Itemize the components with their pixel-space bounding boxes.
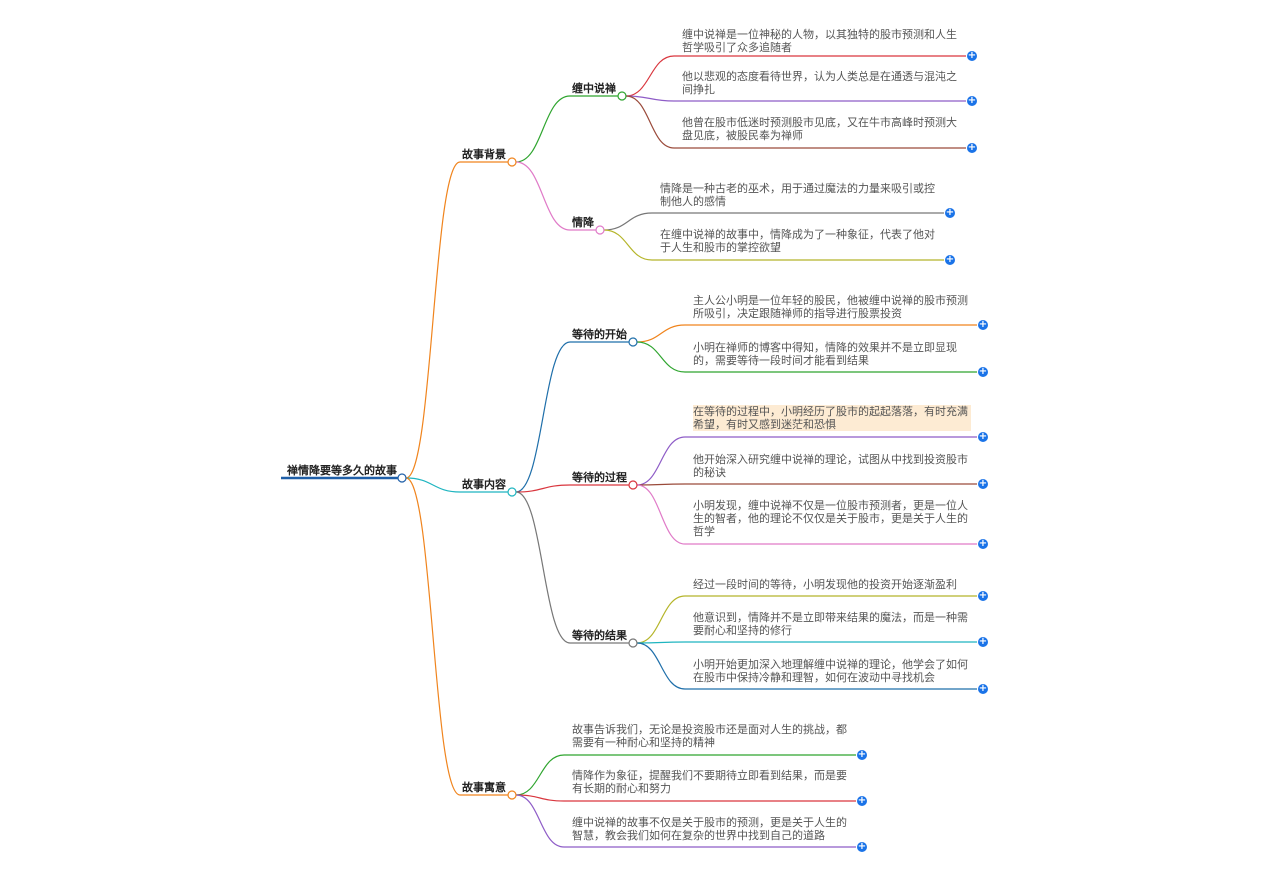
leaf-text: 缠中说禅的故事不仅是关于股市的预测，更是关于人生的智慧，教会我们如何在复杂的世界… — [572, 816, 847, 842]
sub-topic-c1[interactable]: 等待的开始 — [572, 328, 627, 341]
leaf-connector-c3-0 — [636, 595, 686, 644]
leaf-text: 小明在禅师的博客中得知，情降的效果并不是立即显现的，需要等待一段时间才能看到结果 — [693, 341, 957, 367]
leaf-connector-c1-1 — [636, 341, 686, 373]
leaf-text: 经过一段时间的等待，小明发现他的投资开始逐渐盈利 — [693, 578, 957, 591]
leaf-connector-moral-1 — [515, 794, 565, 802]
sub-topic-c2[interactable]: 等待的过程 — [572, 471, 627, 484]
leaf-text: 他开始深入研究缠中说禅的理论，试图从中找到投资股市的秘诀 — [693, 453, 968, 479]
leaf-text: 他意识到，情降并不是立即带来结果的魔法，而是一种需要耐心和坚持的修行 — [693, 611, 968, 637]
branch-topic-bg[interactable]: 故事背景 — [462, 148, 506, 161]
branch-topic-moral[interactable]: 故事寓意 — [462, 781, 506, 794]
leaf-connector-bg1-0 — [625, 55, 675, 97]
leaf-connector-bg2-0 — [603, 212, 653, 231]
leaf-text: 在缠中说禅的故事中，情降成为了一种象征，代表了他对于人生和股市的掌控欲望 — [660, 228, 935, 254]
leaf-connector-moral-2 — [515, 794, 565, 848]
leaf-text: 他曾在股市低迷时预测股市见底，又在牛市高峰时预测大盘见底，被股民奉为禅师 — [682, 116, 957, 142]
collapse-toggle-c2[interactable] — [628, 480, 638, 490]
expand-button[interactable]: + — [978, 683, 988, 694]
leaf-connector-c2-2 — [636, 484, 686, 545]
sub-connector-bg2 — [515, 161, 571, 231]
expand-button[interactable]: + — [945, 254, 955, 265]
leaf-connector-bg1-1 — [625, 95, 675, 102]
collapse-toggle-bg2[interactable] — [595, 225, 605, 235]
leaf-connector-c3-1 — [636, 641, 686, 644]
root-topic[interactable]: 禅情降要等多久的故事 — [287, 464, 397, 477]
expand-button[interactable]: + — [978, 590, 988, 601]
collapse-toggle-root[interactable] — [397, 473, 407, 483]
sub-connector-c2 — [515, 484, 571, 493]
expand-button[interactable]: + — [945, 207, 955, 218]
leaf-text: 在等待的过程中，小明经历了股市的起起落落，有时充满希望，有时又感到迷茫和恐惧 — [693, 405, 971, 431]
collapse-toggle-bg1[interactable] — [617, 91, 627, 101]
leaf-connector-c2-0 — [636, 436, 686, 486]
leaf-text: 主人公小明是一位年轻的股民，他被缠中说禅的股市预测所吸引，决定跟随禅师的指导进行… — [693, 294, 968, 320]
branch-topic-content[interactable]: 故事内容 — [462, 478, 506, 491]
collapse-toggle-moral[interactable] — [507, 790, 517, 800]
sub-connector-bg1 — [515, 95, 571, 163]
collapse-toggle-c1[interactable] — [628, 337, 638, 347]
expand-button[interactable]: + — [967, 50, 977, 61]
branch-connector-bg — [405, 161, 461, 479]
expand-button[interactable]: + — [857, 795, 867, 806]
leaf-connector-bg2-1 — [603, 229, 653, 261]
leaf-connector-moral-0 — [515, 754, 565, 796]
branch-connector-content — [405, 477, 461, 493]
expand-button[interactable]: + — [978, 478, 988, 489]
sub-topic-c3[interactable]: 等待的结果 — [572, 629, 627, 642]
expand-button[interactable]: + — [978, 319, 988, 330]
leaf-connector-bg1-2 — [625, 95, 675, 149]
leaf-text: 情降是一种古老的巫术，用于通过魔法的力量来吸引或控制他人的感情 — [660, 182, 935, 208]
expand-button[interactable]: + — [978, 538, 988, 549]
leaf-text: 缠中说禅是一位神秘的人物，以其独特的股市预测和人生哲学吸引了众多追随者 — [682, 28, 957, 54]
collapse-toggle-c3[interactable] — [628, 638, 638, 648]
branch-connector-moral — [405, 477, 461, 796]
leaf-connector-c1-0 — [636, 324, 686, 343]
expand-button[interactable]: + — [978, 366, 988, 377]
sub-connector-c1 — [515, 341, 571, 493]
sub-topic-bg2[interactable]: 情降 — [572, 216, 594, 229]
expand-button[interactable]: + — [857, 841, 867, 852]
leaf-connector-c2-1 — [636, 483, 686, 486]
expand-button[interactable]: + — [978, 431, 988, 442]
expand-button[interactable]: + — [967, 142, 977, 153]
leaf-text: 情降作为象征，提醒我们不要期待立即看到结果，而是要有长期的耐心和努力 — [572, 769, 847, 795]
leaf-text: 小明开始更加深入地理解缠中说禅的理论，他学会了如何在股市中保持冷静和理智，如何在… — [693, 658, 968, 684]
sub-connector-c3 — [515, 491, 571, 644]
expand-button[interactable]: + — [967, 95, 977, 106]
leaf-text: 小明发现，缠中说禅不仅是一位股市预测者，更是一位人生的智者，他的理论不仅仅是关于… — [693, 499, 968, 538]
sub-topic-bg1[interactable]: 缠中说禅 — [572, 82, 616, 95]
leaf-text: 故事告诉我们，无论是投资股市还是面对人生的挑战，都需要有一种耐心和坚持的精神 — [572, 723, 847, 749]
leaf-text: 他以悲观的态度看待世界，认为人类总是在通透与混沌之间挣扎 — [682, 70, 957, 96]
expand-button[interactable]: + — [978, 636, 988, 647]
expand-button[interactable]: + — [857, 749, 867, 760]
leaf-connector-c3-2 — [636, 642, 686, 690]
collapse-toggle-content[interactable] — [507, 487, 517, 497]
collapse-toggle-bg[interactable] — [507, 157, 517, 167]
